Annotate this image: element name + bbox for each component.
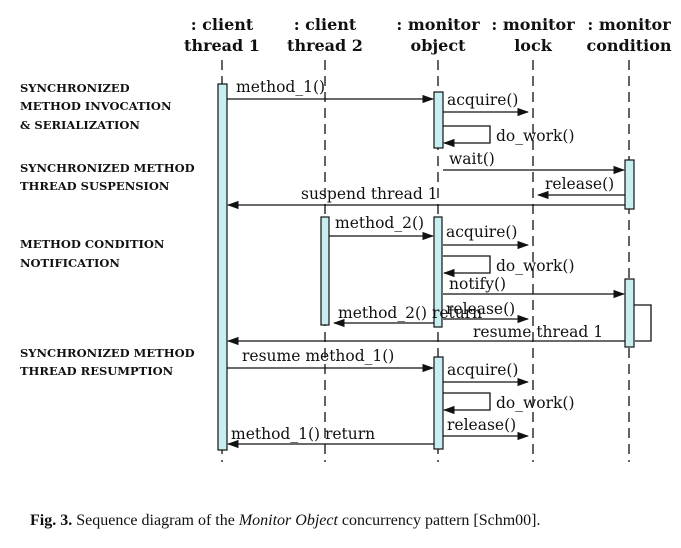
- message-label-notify: notify(): [449, 275, 506, 293]
- caption-text-after: concurrency pattern [Schm00].: [337, 512, 541, 529]
- participant-client-thread-1-line1: : client: [191, 15, 254, 34]
- participant-monitor-condition-line1: : monitor: [587, 15, 671, 34]
- message-label-resume-method-1: resume method_1(): [242, 347, 394, 365]
- activation-monitor-condition-2: [624, 278, 635, 348]
- participant-monitor-object-line2: object: [411, 36, 467, 55]
- participant-client-thread-1-line2: thread 1: [184, 36, 260, 55]
- participant-monitor-lock-line2: lock: [514, 36, 552, 55]
- phase-3-line2: NOTIFICATION: [20, 256, 120, 270]
- message-label-do-work-1: do_work(): [496, 127, 575, 145]
- participant-monitor-object-line1: : monitor: [396, 15, 480, 34]
- message-label-release-1: release(): [545, 175, 614, 193]
- message-label-resume-thread-1: resume thread 1: [473, 323, 603, 341]
- sequence-diagram: : client thread 1 : client thread 2 : mo…: [20, 15, 672, 462]
- message-label-acquire-1: acquire(): [447, 91, 518, 109]
- phase-1-line3: & SERIALIZATION: [20, 118, 140, 132]
- message-label-do-work-2: do_work(): [496, 257, 575, 275]
- message-arrow-do-work-2: [442, 255, 491, 278]
- message-arrow-do-work-3: [442, 392, 491, 415]
- message-label-do-work-3: do_work(): [496, 394, 575, 412]
- participant-client-thread-2-line2: thread 2: [287, 36, 363, 55]
- message-label-acquire-3: acquire(): [447, 361, 518, 379]
- phase-2-line1: SYNCHRONIZED METHOD: [20, 161, 195, 175]
- activation-monitor-object-1: [433, 91, 444, 149]
- activation-monitor-condition-1: [624, 159, 635, 210]
- participant-monitor-lock-line1: : monitor: [491, 15, 575, 34]
- condition-self-loop: [634, 304, 652, 342]
- caption-emphasis: Monitor Object: [238, 512, 338, 529]
- phase-2-line2: THREAD SUSPENSION: [20, 179, 170, 193]
- message-label-release-3: release(): [447, 416, 516, 434]
- caption-text-before: Sequence diagram of the: [72, 512, 239, 529]
- message-label-method-1-return: method_1() return: [231, 425, 375, 443]
- phase-1-line2: METHOD INVOCATION: [20, 99, 172, 113]
- message-arrow-do-work-1: [442, 125, 491, 148]
- activation-monitor-object-3: [433, 356, 444, 450]
- activation-client-thread-2: [320, 216, 330, 326]
- message-label-acquire-2: acquire(): [446, 223, 517, 241]
- message-label-method-2-return: method_2() return: [338, 304, 482, 322]
- message-label-suspend-thread-1: suspend thread 1: [301, 185, 438, 203]
- phase-4-line1: SYNCHRONIZED METHOD: [20, 346, 195, 360]
- figure-caption: Fig. 3. Sequence diagram of the Monitor …: [30, 512, 670, 530]
- activation-monitor-object-2: [433, 216, 443, 328]
- activation-client-thread-1: [217, 83, 228, 451]
- phase-1-line1: SYNCHRONIZED: [20, 81, 130, 95]
- phase-4-line2: THREAD RESUMPTION: [20, 364, 174, 378]
- message-label-release-2: release(): [446, 300, 515, 318]
- caption-figure-label: Fig. 3.: [30, 512, 73, 529]
- message-label-wait: wait(): [449, 150, 495, 168]
- message-label-method-1: method_1(): [236, 78, 325, 96]
- message-label-method-2: method_2(): [335, 214, 424, 232]
- phase-3-line1: METHOD CONDITION: [20, 237, 165, 251]
- participant-monitor-condition-line2: condition: [586, 36, 671, 55]
- participant-client-thread-2-line1: : client: [294, 15, 357, 34]
